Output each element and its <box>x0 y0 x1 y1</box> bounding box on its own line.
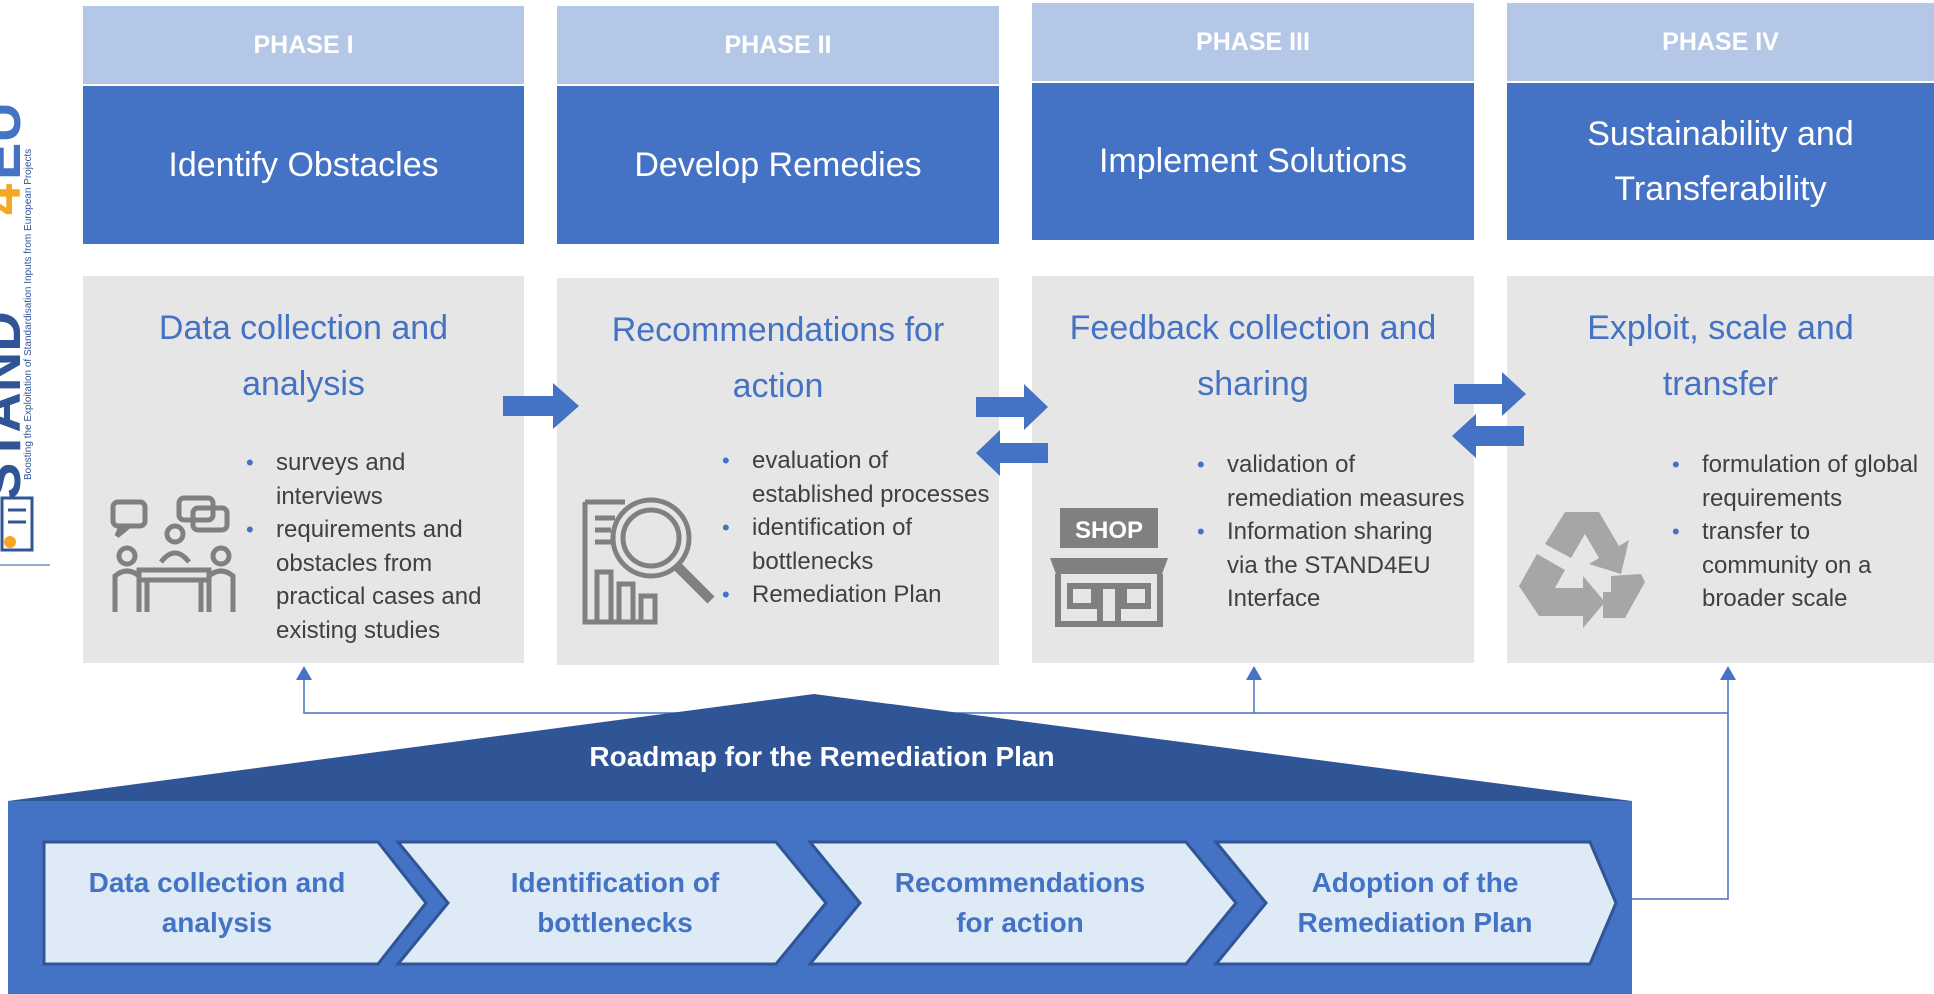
phase-4-card: Exploit, scale and transfer formulation … <box>1507 276 1934 663</box>
phase-1-bullets: surveys and interviews requirements and … <box>246 446 516 647</box>
svg-text:4: 4 <box>0 184 32 215</box>
phase-4-label: PHASE IV <box>1507 3 1934 84</box>
analysis-magnifier-icon <box>582 497 715 625</box>
recycle-icon <box>1519 512 1645 628</box>
phase-1-label: PHASE I <box>83 6 524 87</box>
phase-2-card-title: Recommendations for action <box>611 311 945 405</box>
list-item: surveys and interviews <box>246 446 516 513</box>
roadmap-step-2: Identification of bottlenecks <box>510 867 720 938</box>
phase-4-card-title: Exploit, scale and transfer <box>1587 309 1854 403</box>
phase-2-label: PHASE II <box>557 6 999 87</box>
exchange-arrows-icon <box>1452 372 1526 458</box>
phase-3-card: Feedback collection and sharing validati… <box>1032 276 1474 663</box>
phase-3-bullets: validation of remediation measures Infor… <box>1197 448 1467 616</box>
list-item: Remediation Plan <box>722 578 992 612</box>
phase-1-card: Data collection and analysis surveys and… <box>83 276 524 663</box>
logo-tagline: Boosting the Exploitation of Standardisa… <box>23 149 34 480</box>
list-item: validation of remediation measures <box>1197 448 1467 515</box>
phase-3-card-title: Feedback collection and sharing <box>1069 309 1437 403</box>
list-item: Information sharing via the STAND4EU Int… <box>1197 515 1467 616</box>
roadmap-step-3: Recommendations for action <box>894 867 1146 938</box>
shop-sign: SHOP <box>1075 517 1143 544</box>
step-chevron-2 <box>394 840 828 966</box>
svg-text:STAND: STAND <box>0 311 32 500</box>
roadmap-step-1: Data collection and analysis <box>88 867 346 938</box>
list-item: formulation of global requirements <box>1672 448 1922 515</box>
step-chevron-3 <box>806 840 1238 966</box>
phase-2-title: Develop Remedies <box>557 86 999 244</box>
step-chevron-1 <box>42 840 428 966</box>
stand4eu-logo: STAND 4 EU Boosting the Exploitation of … <box>0 102 50 566</box>
arrow-right-icon <box>503 383 579 429</box>
roadmap-title: Roadmap for the Remediation Plan <box>589 741 1055 772</box>
phase-1-card-title: Data collection and analysis <box>158 309 449 403</box>
phase-4-bullets: formulation of global requirements trans… <box>1672 448 1922 616</box>
list-item: identification of bottlenecks <box>722 511 992 578</box>
phase-2-card: Recommendations for action evaluation of… <box>557 278 999 665</box>
phase-3-label: PHASE III <box>1032 3 1474 84</box>
phase-1-title: Identify Obstacles <box>83 86 524 244</box>
roadmap-step-4: Adoption of the Remediation Plan <box>1297 867 1533 938</box>
phase-3-title: Implement Solutions <box>1032 83 1474 240</box>
step-chevron-4 <box>1212 840 1618 966</box>
meeting-people-icon <box>110 495 236 612</box>
roadmap-roof <box>8 694 1632 801</box>
shop-icon: SHOP <box>1050 508 1168 627</box>
list-item: evaluation of established processes <box>722 444 992 511</box>
list-item: transfer to community on a broader scale <box>1672 515 1922 616</box>
list-item: requirements and obstacles from practica… <box>246 513 516 647</box>
phase-4-title: Sustainability and Transferability <box>1507 83 1934 240</box>
exchange-arrows-icon <box>976 384 1048 476</box>
svg-text:EU: EU <box>0 102 32 180</box>
phase-2-bullets: evaluation of established processes iden… <box>722 444 992 612</box>
